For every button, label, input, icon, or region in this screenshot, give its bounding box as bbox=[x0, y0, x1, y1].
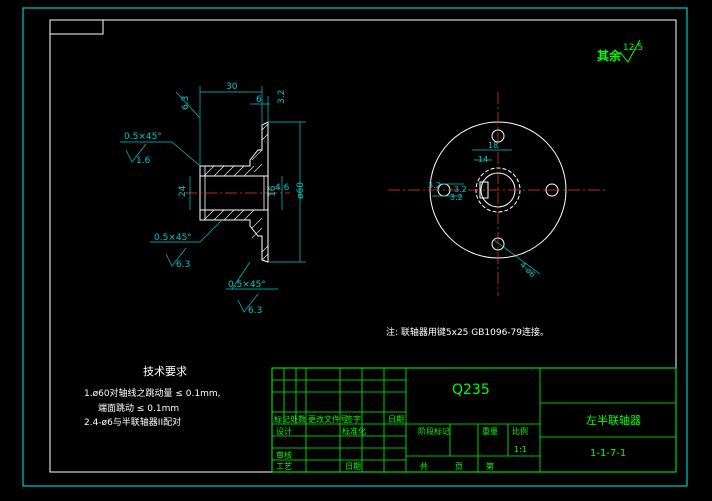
tech-req-title: 技术要求 bbox=[143, 365, 187, 378]
side-view: 30 6 24 16 ø60 4.6 6.3 3.2 0.5×45° 0.5×4… bbox=[120, 82, 306, 316]
weight-label: 重量 bbox=[482, 426, 498, 436]
row-date: 日期 bbox=[345, 462, 361, 471]
header-mark: 标记 bbox=[274, 414, 290, 424]
dim-key-height: 4.6 bbox=[275, 183, 290, 193]
header-change-doc: 更改文件号 bbox=[308, 414, 348, 424]
chamfer-label-3: 0.5×45° bbox=[228, 280, 266, 290]
dim-r2: 3.2 bbox=[450, 193, 463, 202]
row-process: 工艺 bbox=[276, 462, 292, 471]
outer-border bbox=[22, 7, 688, 487]
row-standard: 标准化 bbox=[342, 426, 366, 436]
roughness-symbol-general: 其余 12.5 bbox=[597, 39, 643, 63]
assembly-note: 注: 联轴器用键5x25 GB1096-79连接。 bbox=[386, 326, 549, 338]
header-count: 处数 bbox=[290, 414, 306, 424]
technical-requirements: 技术要求 1.ø60对轴线之跳动量 ≤ 0.1mm, 端面跳动 ≤ 0.1mm … bbox=[84, 365, 221, 428]
chamfer-label-2: 0.5×45° bbox=[154, 233, 192, 243]
material: Q235 bbox=[452, 382, 490, 398]
dim-chamfer-top: 6.3 bbox=[181, 96, 191, 110]
dim-holes: 4-ø6 bbox=[518, 260, 537, 279]
scale-label: 比例 bbox=[512, 426, 528, 436]
dim-r1: 3.2 bbox=[428, 181, 441, 190]
dim-bore: 24 bbox=[178, 185, 188, 197]
part-name: 左半联轴器 bbox=[586, 413, 641, 427]
corner-box bbox=[49, 19, 104, 35]
dim-keyway: 18 bbox=[488, 141, 498, 150]
dim-key: 3.2 bbox=[277, 90, 287, 104]
total-label: 共 bbox=[420, 462, 428, 471]
front-view: 18 14 3.2 3.2 3.2 4-ø6 bbox=[388, 92, 608, 296]
dim-shaft: 16 bbox=[268, 185, 278, 197]
tech-req-line-1: 1.ø60对轴线之跳动量 ≤ 0.1mm, bbox=[84, 387, 221, 399]
drawing-number: 1-1-7-1 bbox=[590, 448, 626, 459]
stage-label: 阶段标记 bbox=[418, 426, 450, 436]
roughness-2: 6.3 bbox=[176, 260, 190, 270]
roughness-3: 6.3 bbox=[248, 306, 262, 316]
scale-value: 1:1 bbox=[514, 445, 527, 454]
chamfer-label-1: 0.5×45° bbox=[124, 132, 162, 142]
roughness-value: 12.5 bbox=[623, 43, 643, 53]
dim-r3: 3.2 bbox=[454, 185, 467, 194]
dim-od: ø60 bbox=[296, 182, 306, 199]
dim-width: 14 bbox=[478, 155, 488, 164]
tech-req-line-2: 端面跳动 ≤ 0.1mm bbox=[98, 402, 179, 414]
dim-length: 30 bbox=[226, 82, 238, 92]
roughness-label: 其余 bbox=[597, 48, 622, 63]
row-design: 设计 bbox=[276, 426, 292, 436]
sheet-number-label: 第 bbox=[486, 461, 494, 471]
roughness-1: 1.6 bbox=[136, 156, 151, 166]
sheet-label: 页 bbox=[455, 462, 463, 471]
dim-flange: 6 bbox=[256, 95, 262, 105]
title-block: Q235 左半联轴器 1-1-7-1 标记 处数 更改文件号 签字 日期 设计 … bbox=[271, 367, 677, 473]
header-date: 日期 bbox=[388, 415, 404, 424]
row-review: 审核 bbox=[276, 450, 292, 460]
header-sign: 签字 bbox=[345, 414, 361, 424]
tech-req-line-3: 2.4-ø6与半联轴器II配对 bbox=[84, 416, 181, 428]
